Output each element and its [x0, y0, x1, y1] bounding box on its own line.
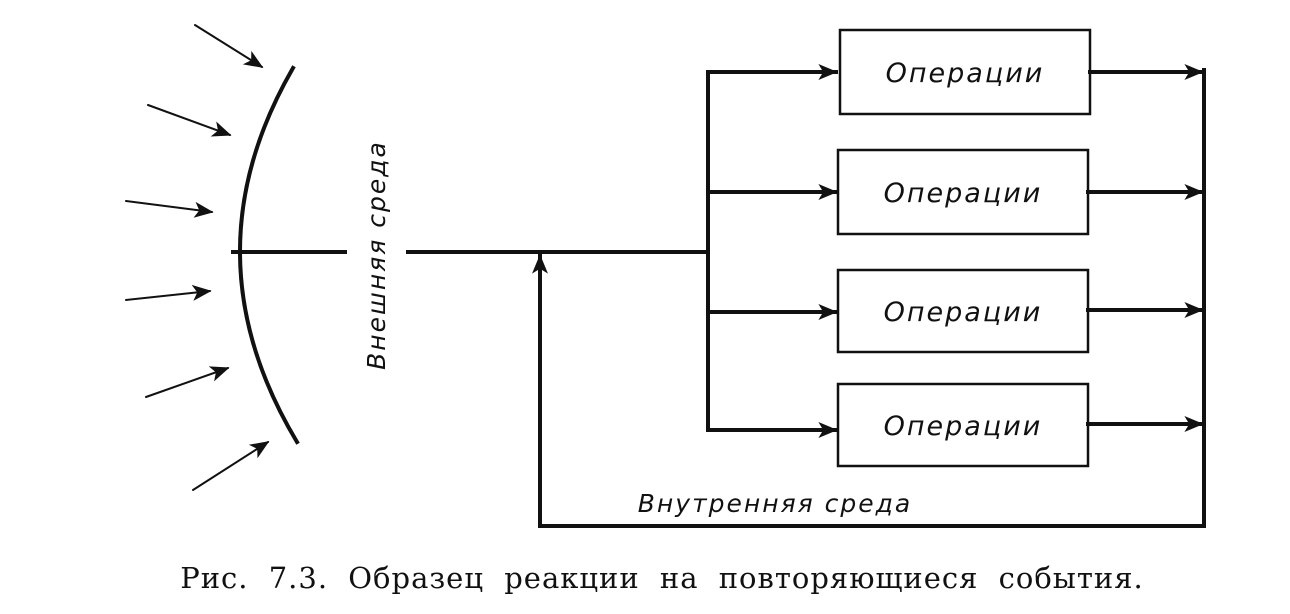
- operation-label: Операции: [884, 178, 1043, 209]
- environment-boundary-arc: [238, 65, 300, 445]
- stimulus-arrow: [125, 200, 214, 218]
- internal-environment-label: Внутренняя среда: [638, 489, 912, 518]
- operation-box-2: Операции: [836, 148, 1090, 236]
- operation-box-1: Операции: [838, 28, 1092, 116]
- operation-box-3: Операции: [836, 268, 1090, 354]
- operation-box-4: Операции: [836, 382, 1090, 468]
- stimulus-arrow: [192, 441, 270, 491]
- external-environment-label: Внешняя среда: [362, 140, 391, 370]
- stimulus-arrow: [145, 366, 230, 398]
- operation-label: Операции: [884, 297, 1043, 328]
- figure-caption: Рис. 7.3. Образец реакции на повторяющие…: [180, 561, 1144, 595]
- stimulus-arrow: [194, 24, 264, 68]
- stimulus-arrow: [125, 284, 212, 301]
- operation-label: Операции: [886, 58, 1045, 89]
- stimulus-arrow: [147, 104, 232, 137]
- external-stimuli: [125, 24, 270, 491]
- operation-label: Операции: [884, 411, 1043, 442]
